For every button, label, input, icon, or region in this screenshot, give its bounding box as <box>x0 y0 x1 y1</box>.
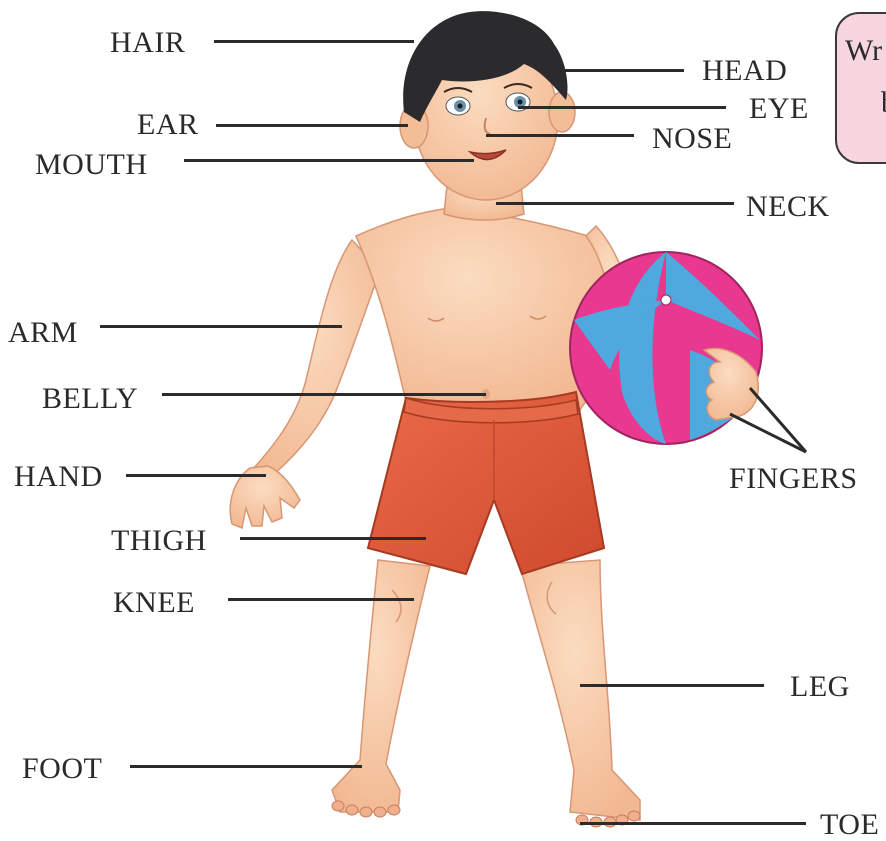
torso <box>356 208 606 410</box>
leader-line-eye <box>518 106 726 109</box>
leader-line-nose <box>486 134 634 137</box>
label-mouth: MOUTH <box>35 150 148 180</box>
leader-line-knee <box>228 598 414 601</box>
right-leg <box>520 560 640 820</box>
label-hair: HAIR <box>110 28 185 58</box>
label-eye: EYE <box>749 94 809 124</box>
instruction-note-box: Wr b <box>835 12 886 164</box>
label-arm: ARM <box>8 318 78 348</box>
label-fingers: FINGERS <box>729 464 858 494</box>
leader-line-head <box>564 69 684 72</box>
leader-line-mouth <box>184 159 474 162</box>
left-arm <box>252 240 380 484</box>
label-leg: LEG <box>790 672 850 702</box>
label-hand: HAND <box>14 462 103 492</box>
note-line-1: Wr <box>845 34 882 68</box>
label-toe: TOE <box>820 810 879 840</box>
label-knee: KNEE <box>113 588 195 618</box>
label-neck: NECK <box>746 192 830 222</box>
leader-line-leg <box>580 684 764 687</box>
right-ear <box>549 92 575 132</box>
leader-line-neck <box>496 202 734 205</box>
label-belly: BELLY <box>42 384 138 414</box>
label-nose: NOSE <box>652 124 732 154</box>
leader-line-foot <box>130 765 362 768</box>
note-line-2: b <box>881 86 886 120</box>
leader-line-hair <box>214 40 414 43</box>
leader-line-arm <box>100 325 342 328</box>
leader-line-ear <box>216 124 408 127</box>
label-ear: EAR <box>137 110 199 140</box>
leader-line-toe <box>580 822 806 825</box>
leader-line-hand <box>126 474 266 477</box>
label-head: HEAD <box>702 56 787 86</box>
leader-line-thigh <box>240 537 426 540</box>
label-foot: FOOT <box>22 754 102 784</box>
label-thigh: THIGH <box>111 526 207 556</box>
leader-line-belly <box>162 393 486 396</box>
